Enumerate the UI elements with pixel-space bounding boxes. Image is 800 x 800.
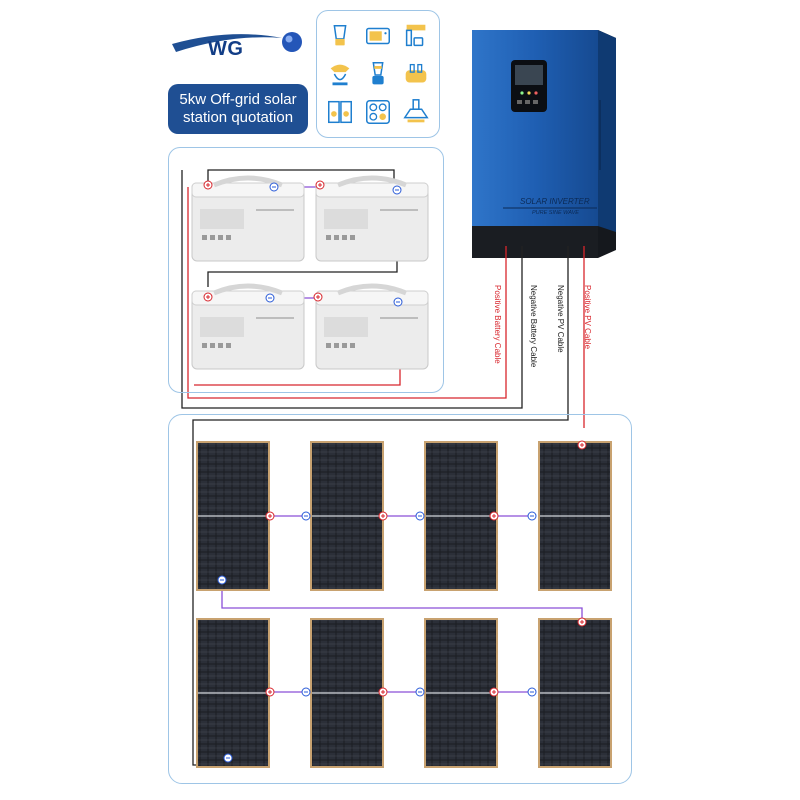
brand-logo [172,32,302,52]
solar-array [196,441,612,768]
terminals [203,180,587,763]
range-hood-icon [397,93,435,131]
coffee-maker-icon [397,17,435,55]
positive-terminal [577,617,587,627]
positive-terminal [313,292,323,302]
battery-bank [191,175,429,370]
battery [315,283,429,370]
microwave-icon [359,17,397,55]
negative-battery-cable-label: Negative Battery Cable [529,285,538,368]
solar-panel [310,441,384,591]
battery [191,283,305,370]
negative-terminal [392,185,402,195]
negative-terminal [301,511,311,521]
stand-mixer-icon [321,55,359,93]
battery [315,175,429,262]
solar-inverter [472,30,616,258]
negative-terminal [527,687,537,697]
positive-terminal [265,511,275,521]
toaster-icon [397,55,435,93]
negative-terminal [265,293,275,303]
solar-panel [424,441,498,591]
negative-terminal [393,297,403,307]
positive-terminal [203,292,213,302]
solar-array-frame [168,414,632,784]
positive-terminal [265,687,275,697]
solar-panel [538,618,612,768]
solar-panel [424,618,498,768]
solar-panel [196,441,270,591]
positive-terminal [315,180,325,190]
solar-panel [196,618,270,768]
negative-terminal [527,511,537,521]
appliance-grid [321,17,435,131]
negative-terminal [415,511,425,521]
appliance-panel [316,10,440,138]
positive-terminal [489,511,499,521]
negative-pv-cable-label: Negative PV Cable [556,285,565,353]
negative-terminal [301,687,311,697]
brand-name: WG [208,38,244,60]
positive-terminal [203,180,213,190]
juicer-icon [359,55,397,93]
solar-panel [538,441,612,591]
blender-icon [321,17,359,55]
page-title: 5kw Off-grid solar station quotation [168,84,308,134]
title-line-1: 5kw Off-grid solar [179,91,297,108]
negative-terminal [269,182,279,192]
positive-terminal [378,687,388,697]
title-line-2: station quotation [182,109,294,126]
inverter-sublabel: PURE SINE WAVE [532,210,579,216]
positive-terminal [577,440,587,450]
negative-terminal [217,575,227,585]
negative-terminal [415,687,425,697]
inverter-label: SOLAR INVERTER [520,197,590,206]
washing-machine-icon [321,93,359,131]
negative-terminal [223,753,233,763]
solar-panel [310,618,384,768]
positive-terminal [489,687,499,697]
positive-terminal [378,511,388,521]
induction-cooktop-icon [359,93,397,131]
positive-battery-cable-label: Positive Battery Cable [493,285,502,364]
battery-bank-frame [168,147,444,393]
positive-pv-cable-label: Positive PV Cable [583,285,592,350]
